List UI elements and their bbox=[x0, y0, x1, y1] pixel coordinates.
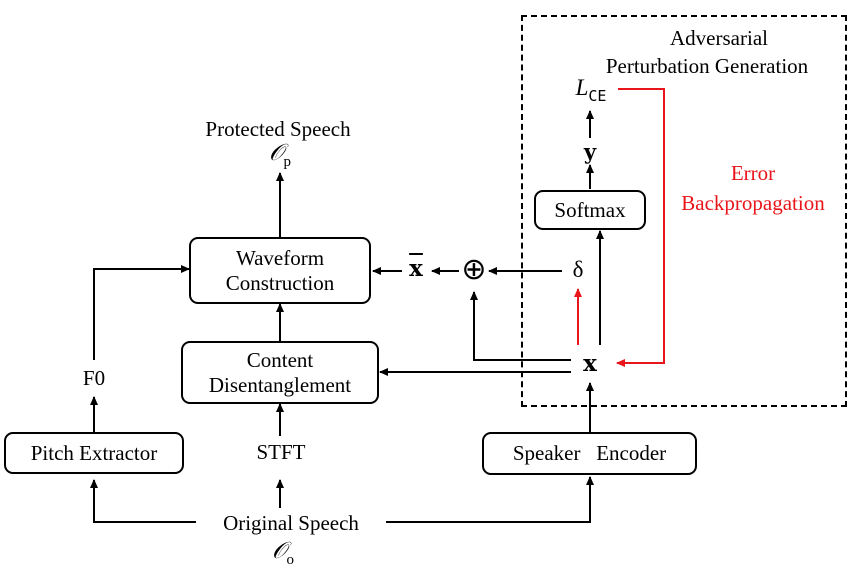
waveform-construction-box: Waveform Construction bbox=[189, 237, 371, 304]
content-line1: Content bbox=[246, 347, 314, 372]
pitch-extractor-box: Pitch Extractor bbox=[4, 432, 184, 474]
content-disentanglement-box: Content Disentanglement bbox=[181, 341, 379, 404]
softmax-box: Softmax bbox=[534, 190, 646, 230]
x-bar-symbol: x bbox=[409, 255, 423, 282]
arrow-x-to-oplus bbox=[470, 291, 571, 361]
f0-label: F0 bbox=[82, 366, 106, 390]
error-label-line2: Backpropagation bbox=[681, 191, 825, 215]
arrow-original-to-speaker bbox=[386, 476, 594, 523]
error-label-line1: Error bbox=[730, 161, 776, 185]
content-line2: Disentanglement bbox=[208, 372, 352, 397]
arrow-error-backprop bbox=[616, 88, 665, 367]
region-title-line2: Perturbation Generation bbox=[605, 54, 809, 78]
x-symbol: x bbox=[583, 350, 597, 377]
original-speech-symbol: 𝒪o bbox=[272, 538, 294, 569]
loss-symbol: LCE bbox=[575, 75, 607, 106]
delta-symbol: δ bbox=[572, 257, 584, 282]
original-speech-label: Original Speech bbox=[223, 511, 359, 535]
speaker-encoder-box: Speaker Encoder bbox=[482, 432, 697, 475]
waveform-line2: Construction bbox=[225, 270, 335, 295]
arrow-original-to-pitch bbox=[90, 479, 196, 523]
adversarial-region bbox=[521, 15, 847, 407]
speaker-encoder-label: Speaker Encoder bbox=[512, 441, 667, 465]
protected-speech-symbol: 𝒪p bbox=[269, 140, 291, 171]
region-title-line1: Adversarial bbox=[670, 26, 768, 50]
y-symbol: y bbox=[583, 139, 597, 164]
oplus-symbol: ⊕ bbox=[461, 252, 487, 287]
stft-label: STFT bbox=[256, 440, 306, 464]
protected-speech-label: Protected Speech bbox=[205, 117, 351, 141]
waveform-line1: Waveform bbox=[235, 245, 325, 270]
arrow-f0-to-waveform bbox=[93, 265, 190, 360]
